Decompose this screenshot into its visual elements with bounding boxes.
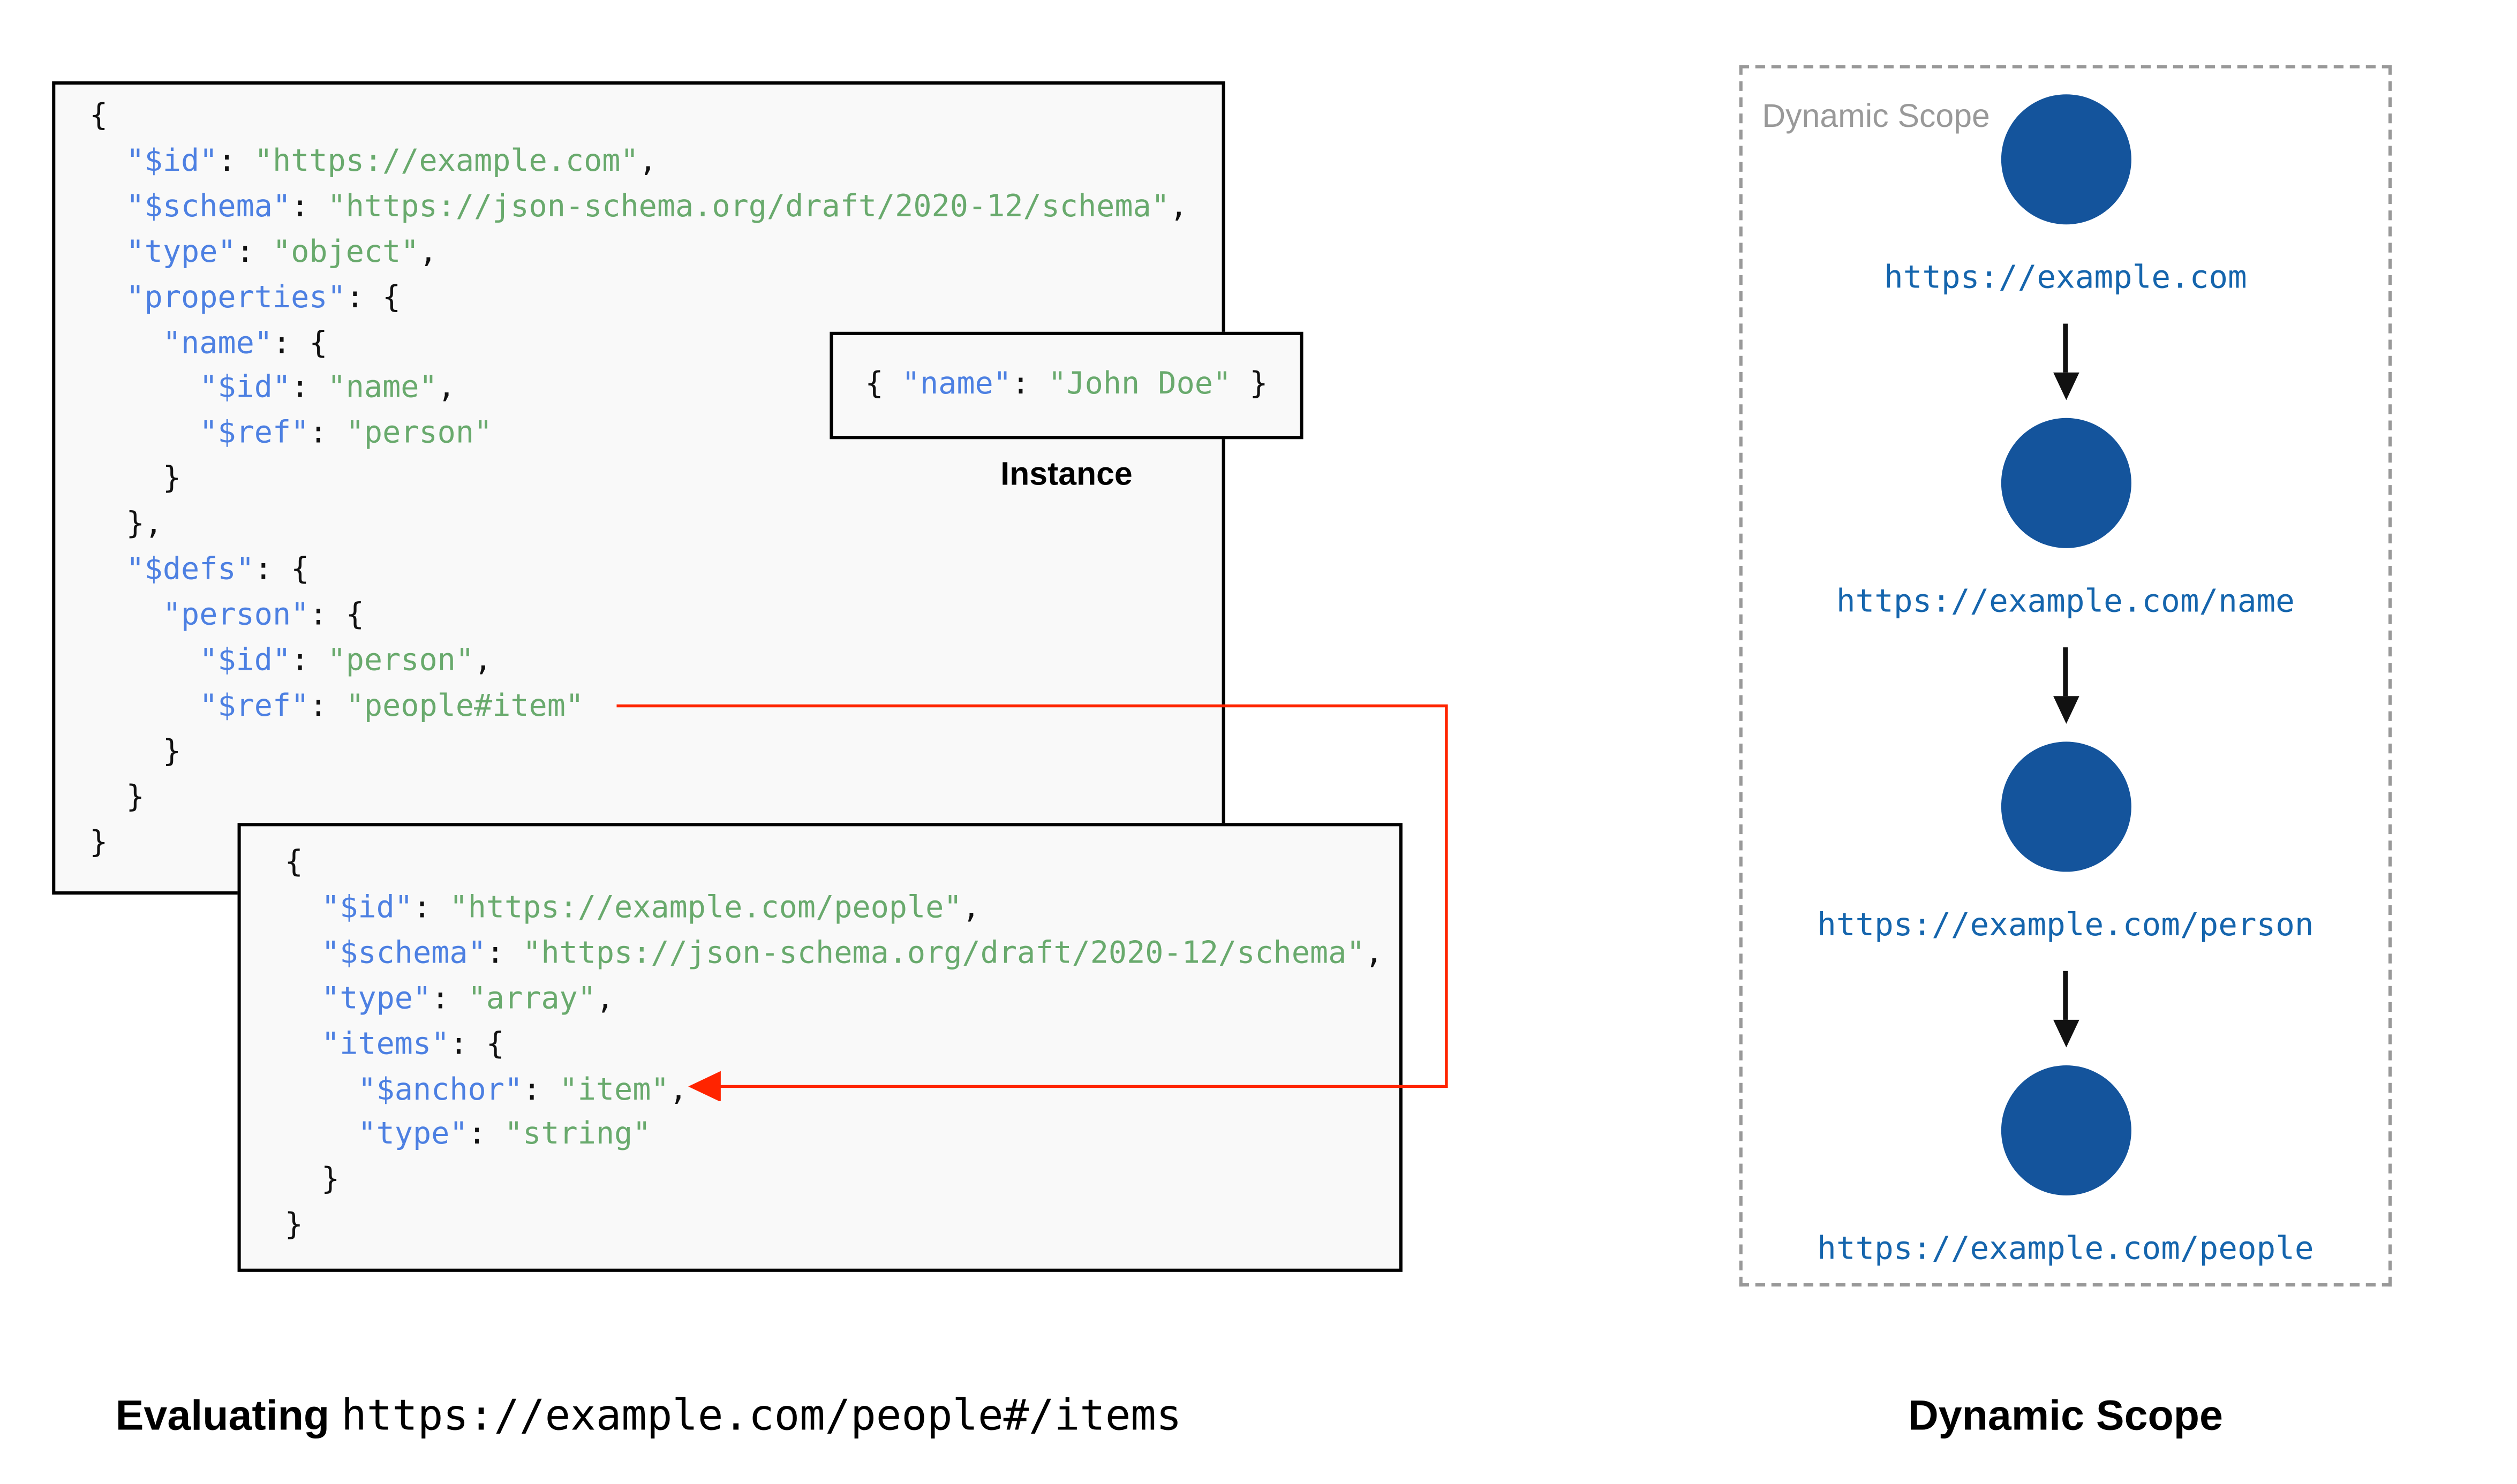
people-schema-code: { "$id": "https://example.com/people", "… [284,845,1383,1243]
down-arrow-icon [2052,971,2079,1048]
instance-box: { "name": "John Doe" } [830,331,1303,440]
caption-space [329,1391,341,1440]
down-arrow-icon [2052,647,2079,724]
root-schema-box: { "$id": "https://example.com", "$schema… [52,81,1225,895]
dynamic-scope-watermark: Dynamic Scope [1762,99,1990,135]
dynamic-scope-panel: Dynamic Scope https://example.com https:/… [1739,65,2392,1287]
root-schema-code: { "$id": "https://example.com", "$schema… [89,99,1188,860]
scope-node-url: https://example.com/name [1836,582,2295,620]
scope-node-circle [2000,418,2131,548]
scope-node-circle [2000,1065,2131,1196]
down-arrow-icon [2052,323,2079,400]
scope-node-url: https://example.com [1884,259,2247,296]
evaluating-caption-label: Evaluating [115,1390,330,1440]
scope-node-url: https://example.com/people [1817,1229,2314,1267]
dynamic-scope-title: Dynamic Scope [1908,1390,2223,1440]
ref-arrow-icon [616,704,1448,1101]
instance-code: { "name": "John Doe" } [865,367,1268,402]
evaluating-caption-uri: https://example.com/people#/items [341,1392,1182,1441]
people-schema-box: { "$id": "https://example.com/people", "… [237,823,1403,1272]
evaluating-caption: Evaluating https://example.com/people#/i… [116,1391,1182,1441]
instance-label: Instance [1000,457,1133,493]
scope-node-circle [2000,94,2131,225]
scope-node-circle [2000,741,2131,872]
scope-node-url: https://example.com/person [1817,906,2314,944]
